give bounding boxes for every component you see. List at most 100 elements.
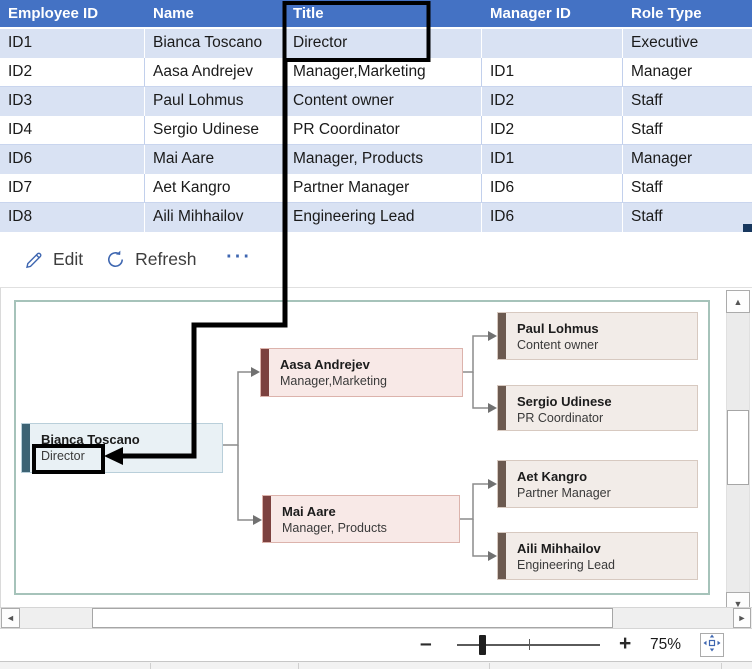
pencil-icon: [24, 250, 44, 270]
node-title: PR Coordinator: [517, 411, 604, 425]
table-cell[interactable]: Partner Manager: [285, 174, 482, 202]
table-cell[interactable]: Aet Kangro: [145, 174, 285, 202]
node-accent-bar: [22, 424, 30, 472]
table-cell[interactable]: Staff: [631, 92, 663, 109]
table-row: ID6 Mai Aare Manager, Products ID1 Manag…: [0, 145, 752, 174]
column-header[interactable]: Name: [153, 5, 194, 22]
table-cell[interactable]: Manager: [631, 63, 693, 80]
table-cell[interactable]: Aasa Andrejev: [145, 58, 285, 86]
table-cell[interactable]: [482, 29, 623, 58]
horizontal-scrollbar-thumb[interactable]: [92, 608, 613, 628]
refresh-button[interactable]: Refresh: [105, 249, 196, 270]
column-header[interactable]: Employee ID: [8, 5, 99, 22]
node-name: Aasa Andrejev: [280, 357, 370, 372]
column-header[interactable]: Role Type: [631, 5, 702, 22]
table-row: ID7 Aet Kangro Partner Manager ID6 Staff: [0, 174, 752, 203]
table-cell[interactable]: ID4: [0, 116, 145, 144]
gridline: [150, 663, 151, 669]
worksheet-strip: [0, 661, 752, 669]
refresh-button-label: Refresh: [135, 249, 197, 269]
triangle-right-icon: ►: [737, 613, 747, 623]
node-name: Mai Aare: [282, 504, 336, 519]
table-cell[interactable]: ID1: [482, 145, 623, 174]
node-accent-bar: [498, 386, 506, 430]
node-accent-bar: [498, 461, 506, 507]
table-cell[interactable]: Executive: [631, 34, 699, 51]
table-cell[interactable]: ID3: [0, 87, 145, 116]
column-header[interactable]: Title: [293, 5, 324, 22]
table-cell[interactable]: Paul Lohmus: [145, 87, 285, 116]
table-cell[interactable]: ID2: [0, 58, 145, 86]
column-header[interactable]: Manager ID: [490, 5, 571, 22]
node-accent-bar: [498, 313, 506, 359]
more-options-button[interactable]: ⋯: [224, 239, 253, 270]
table-cell[interactable]: ID7: [0, 174, 145, 202]
node-name: Aili Mihhailov: [517, 541, 601, 556]
node-title: Manager,Marketing: [280, 374, 388, 388]
org-node-aet[interactable]: Aet Kangro Partner Manager: [497, 460, 698, 508]
table-cell[interactable]: ID2: [482, 87, 623, 116]
table-cell[interactable]: Engineering Lead: [285, 203, 482, 232]
zoom-out-button[interactable]: –: [420, 632, 432, 655]
table-cell[interactable]: Director: [285, 29, 482, 58]
org-node-aili[interactable]: Aili Mihhailov Engineering Lead: [497, 532, 698, 580]
table-cell[interactable]: Mai Aare: [145, 145, 285, 174]
table-row: ID2 Aasa Andrejev Manager,Marketing ID1 …: [0, 58, 752, 87]
table-cell[interactable]: ID6: [482, 174, 623, 202]
node-name: Aet Kangro: [517, 469, 588, 484]
table-cell[interactable]: ID1: [482, 58, 623, 86]
table-cell[interactable]: ID1: [0, 29, 145, 58]
zoom-in-button[interactable]: +: [619, 632, 632, 655]
table-cell[interactable]: ID6: [482, 203, 623, 232]
zoom-slider-track[interactable]: [457, 644, 600, 646]
org-node-sergio[interactable]: Sergio Udinese PR Coordinator: [497, 385, 698, 431]
node-accent-bar: [263, 496, 271, 542]
gridline: [298, 663, 299, 669]
scroll-up-button[interactable]: ▲: [726, 290, 750, 313]
scroll-left-button[interactable]: ◄: [1, 608, 20, 628]
table-cell[interactable]: Staff: [631, 208, 663, 225]
org-node-aasa[interactable]: Aasa Andrejev Manager,Marketing: [260, 348, 463, 397]
org-node-bianca[interactable]: Bianca Toscano Director: [21, 423, 223, 473]
employee-table: Employee ID Name Title Manager ID Role T…: [0, 0, 752, 232]
gridline: [721, 663, 722, 669]
zoom-bar: – + 75%: [0, 629, 752, 661]
table-resize-handle[interactable]: [743, 224, 752, 233]
zoom-slider-midpoint-tick: [529, 639, 530, 650]
node-accent-bar: [498, 533, 506, 579]
table-header-row: Employee ID Name Title Manager ID Role T…: [0, 0, 752, 29]
table-cell[interactable]: Manager,Marketing: [285, 58, 482, 86]
scroll-right-button[interactable]: ►: [733, 608, 751, 628]
table-row: ID3 Paul Lohmus Content owner ID2 Staff: [0, 87, 752, 116]
table-cell[interactable]: Staff: [631, 121, 663, 138]
table-cell[interactable]: Aili Mihhailov: [145, 203, 285, 232]
table-cell[interactable]: ID8: [0, 203, 145, 232]
node-title: Director: [41, 449, 85, 463]
org-node-paul[interactable]: Paul Lohmus Content owner: [497, 312, 698, 360]
pan-fit-icon: [703, 634, 721, 657]
fit-to-window-button[interactable]: [700, 633, 724, 657]
vertical-scrollbar-thumb[interactable]: [727, 410, 749, 485]
triangle-down-icon: ▼: [733, 599, 743, 609]
gridline: [489, 663, 490, 669]
table-cell[interactable]: Bianca Toscano: [145, 29, 285, 58]
org-node-mai[interactable]: Mai Aare Manager, Products: [262, 495, 460, 543]
table-cell[interactable]: ID2: [482, 116, 623, 144]
table-row: ID8 Aili Mihhailov Engineering Lead ID6 …: [0, 203, 752, 232]
zoom-slider-thumb[interactable]: [479, 635, 486, 655]
table-cell[interactable]: Manager: [631, 150, 693, 167]
visual-toolbar: Edit Refresh ⋯: [0, 232, 752, 288]
node-title: Engineering Lead: [517, 558, 615, 572]
node-accent-bar: [261, 349, 269, 396]
table-row: ID4 Sergio Udinese PR Coordinator ID2 St…: [0, 116, 752, 145]
table-cell[interactable]: Content owner: [285, 87, 482, 116]
table-cell[interactable]: Sergio Udinese: [145, 116, 285, 144]
edit-button[interactable]: Edit: [24, 249, 83, 270]
table-cell[interactable]: PR Coordinator: [285, 116, 482, 144]
zoom-level-label[interactable]: 75%: [650, 636, 682, 653]
node-title: Manager, Products: [282, 521, 387, 535]
table-cell[interactable]: ID6: [0, 145, 145, 174]
table-cell[interactable]: Manager, Products: [285, 145, 482, 174]
node-title: Partner Manager: [517, 486, 611, 500]
table-cell[interactable]: Staff: [631, 179, 663, 196]
